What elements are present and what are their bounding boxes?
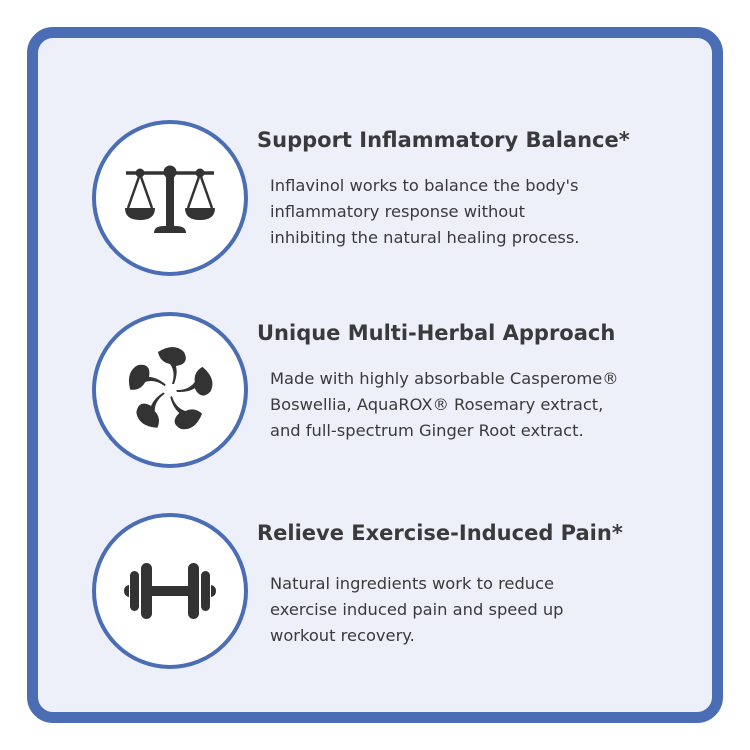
feature-description: Natural ingredients work to reduce exerc… bbox=[270, 571, 564, 649]
feature-description: Inflavinol works to balance the body's i… bbox=[270, 173, 579, 251]
description-line: workout recovery. bbox=[270, 626, 415, 645]
description-line: inhibiting the natural healing process. bbox=[270, 228, 580, 247]
icon-circle bbox=[92, 120, 248, 276]
scales-of-balance-icon bbox=[125, 165, 215, 233]
description-line: Made with highly absorbable Casperome® bbox=[270, 369, 619, 388]
icon-circle bbox=[92, 513, 248, 669]
description-line: exercise induced pain and speed up bbox=[270, 600, 564, 619]
feature-description: Made with highly absorbable Casperome® B… bbox=[270, 366, 619, 444]
feature-title: Relieve Exercise-Induced Pain* bbox=[257, 521, 623, 545]
icon-circle bbox=[92, 312, 248, 468]
description-line: Natural ingredients work to reduce bbox=[270, 574, 555, 593]
feature-title: Unique Multi-Herbal Approach bbox=[257, 321, 616, 345]
features-card: Support Inflammatory Balance* Inflavinol… bbox=[27, 27, 723, 723]
description-line: and full-spectrum Ginger Root extract. bbox=[270, 421, 584, 440]
herbal-leaves-icon bbox=[128, 347, 213, 430]
feature-title: Support Inflammatory Balance* bbox=[257, 128, 630, 152]
description-line: Inflavinol works to balance the body's bbox=[270, 176, 579, 195]
dumbbell-icon bbox=[124, 563, 216, 619]
description-line: Boswellia, AquaROX® Rosemary extract, bbox=[270, 395, 604, 414]
description-line: inflammatory response without bbox=[270, 202, 525, 221]
